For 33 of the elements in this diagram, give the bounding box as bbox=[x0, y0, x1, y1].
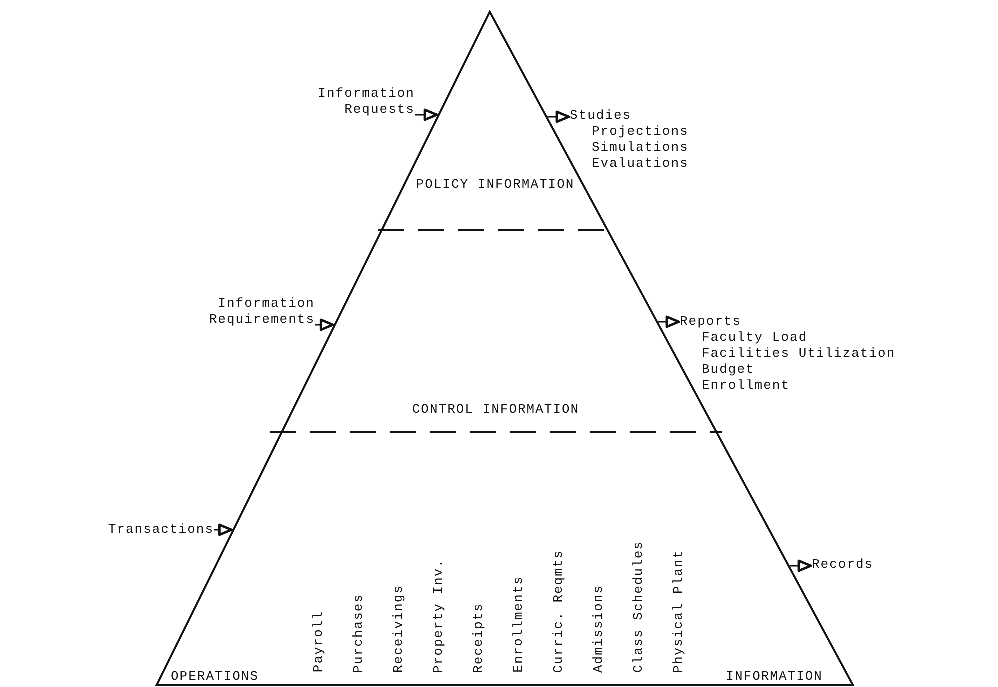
list-item: Enrollment bbox=[701, 378, 792, 394]
tier-label: INFORMATION bbox=[726, 669, 823, 684]
flow-label: Information Requests bbox=[280, 86, 415, 118]
flow-label: Transactions bbox=[87, 522, 214, 538]
arrow bbox=[548, 110, 570, 124]
transaction-label: Payroll bbox=[311, 611, 326, 673]
list-item: Facilities Utilization bbox=[701, 346, 897, 362]
transaction-label: Physical Plant bbox=[671, 550, 686, 673]
list-item: Simulations bbox=[591, 140, 690, 156]
list-item: Evaluations bbox=[591, 156, 690, 172]
arrow bbox=[315, 318, 334, 332]
transaction-label: Class Schedules bbox=[631, 540, 646, 673]
transaction-label: Admissions bbox=[591, 584, 606, 673]
list-item: Faculty Load bbox=[701, 330, 809, 346]
transaction-label: Property Inv. bbox=[431, 558, 446, 673]
list-heading: Studies bbox=[570, 108, 633, 124]
flow-label: Records bbox=[812, 557, 912, 573]
transaction-label: Purchases bbox=[351, 594, 366, 673]
transaction-label: Receivings bbox=[391, 584, 406, 673]
transaction-label: Receipts bbox=[471, 602, 486, 673]
transaction-label: Enrollments bbox=[511, 576, 526, 673]
list-item: Projections bbox=[591, 124, 690, 140]
arrow bbox=[790, 560, 812, 572]
tier-label: CONTROL INFORMATION bbox=[411, 402, 581, 417]
flow-label: Information Requirements bbox=[171, 296, 315, 328]
arrow bbox=[214, 524, 233, 536]
list-heading: Reports bbox=[680, 314, 743, 330]
tier-label: POLICY INFORMATION bbox=[416, 177, 576, 192]
tier-label: OPERATIONS bbox=[171, 669, 260, 684]
list-item: Budget bbox=[701, 362, 756, 378]
transaction-label: Curric. Reqmts bbox=[551, 550, 566, 673]
arrow bbox=[658, 316, 680, 328]
arrow bbox=[415, 108, 438, 122]
